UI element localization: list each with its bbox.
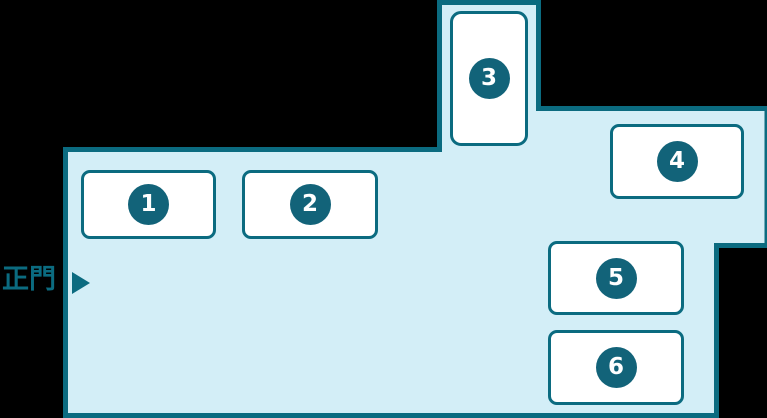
booth-5[interactable]: 5	[548, 241, 684, 315]
booth-1[interactable]: 1	[81, 170, 216, 239]
booth-number-badge: 2	[289, 184, 331, 225]
booth-2[interactable]: 2	[242, 170, 378, 239]
booth-number-badge: 4	[656, 141, 698, 182]
booth-6[interactable]: 6	[548, 330, 684, 405]
booth-number-badge: 6	[595, 347, 637, 388]
triangle-right-icon	[72, 272, 90, 294]
booth-3[interactable]: 3	[450, 11, 528, 146]
booth-number-badge: 5	[595, 257, 637, 299]
booth-4[interactable]: 4	[610, 124, 744, 199]
booth-number-badge: 3	[468, 58, 510, 99]
entrance-label: 正門	[2, 264, 56, 295]
booth-number-badge: 1	[128, 184, 169, 225]
